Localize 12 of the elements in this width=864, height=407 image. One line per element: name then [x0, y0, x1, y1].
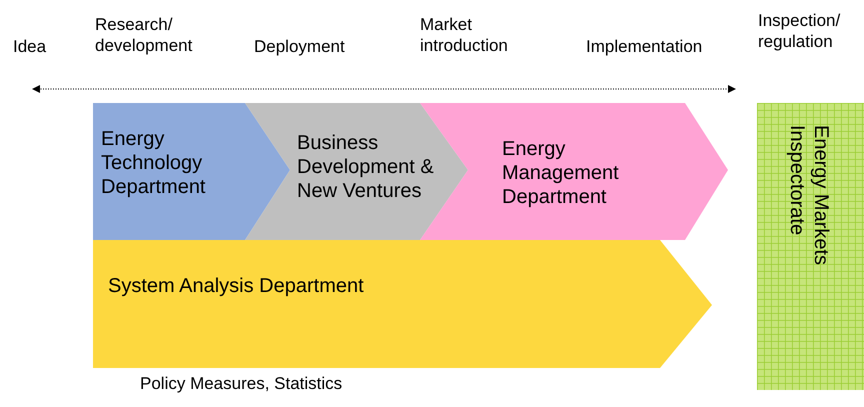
stage-label: Inspection/ regulation — [758, 10, 842, 52]
department-label: Energy Management Department — [502, 137, 620, 209]
department-label: Energy Markets Inspectorate — [785, 125, 833, 268]
department-label: Business Development & New Ventures — [297, 131, 435, 203]
department-label: System Analysis Department — [108, 274, 365, 298]
stage-label: Idea — [13, 36, 48, 57]
stage-label: Market introduction — [420, 14, 509, 56]
stage-label: Research/ development — [95, 14, 194, 56]
stage-label: Deployment — [254, 36, 346, 57]
note-text: Policy Measures, Statistics — [140, 373, 342, 394]
department-label: Energy Technology Department — [101, 127, 206, 199]
stage-label: Implementation — [586, 36, 704, 57]
